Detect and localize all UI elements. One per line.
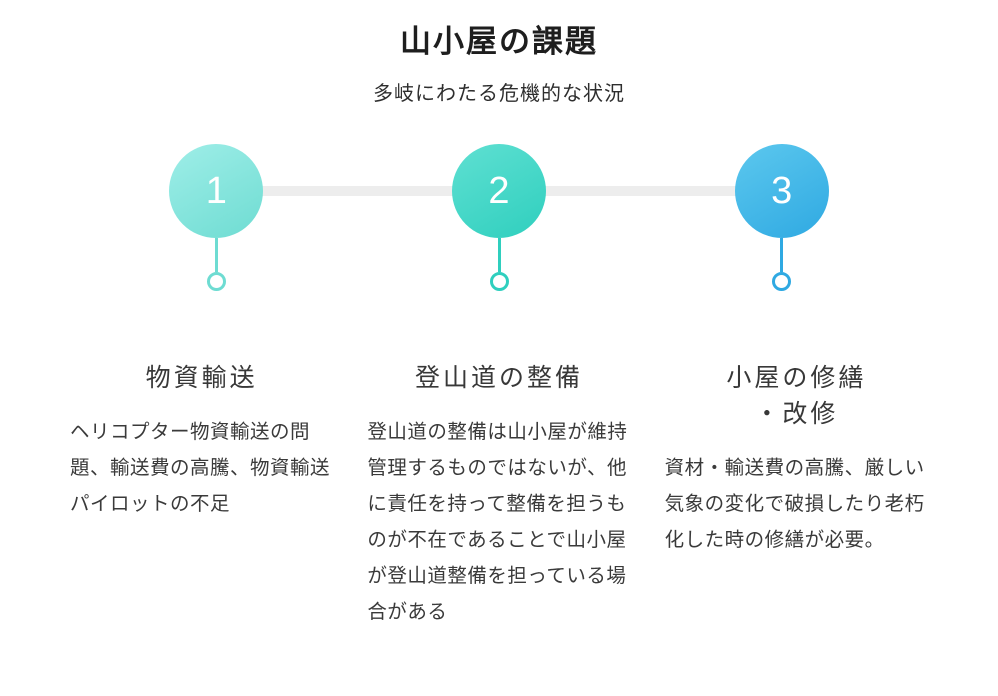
step-column-1: 物資輸送 ヘリコプター物資輸送の問題、輸送費の高騰、物資輸送パイロットの不足 <box>70 358 333 630</box>
step-body: 資材・輸送費の高騰、厳しい気象の変化で破損したり老朽化した時の修繕が必要。 <box>664 457 925 552</box>
step-circle-icon: 1 <box>169 144 264 238</box>
timeline-node-2: 2 <box>358 144 641 296</box>
page-title: 山小屋の課題 <box>400 24 598 59</box>
step-circle-icon: 3 <box>734 144 829 238</box>
step-column-3: 小屋の修繕 ・改修 資材・輸送費の高騰、厳しい気象の変化で破損したり老朽化した時… <box>665 358 928 630</box>
step-stem <box>497 238 501 272</box>
step-descriptions: 物資輸送 ヘリコプター物資輸送の問題、輸送費の高騰、物資輸送パイロットの不足 登… <box>70 358 928 630</box>
timeline: 1 2 3 <box>75 144 923 296</box>
step-number: 2 <box>488 169 510 212</box>
step-number: 3 <box>771 169 793 212</box>
step-body: ヘリコプター物資輸送の問題、輸送費の高騰、物資輸送パイロットの不足 <box>70 421 331 516</box>
step-heading: 物資輸送 <box>145 364 258 392</box>
step-heading: 小屋の修繕 ・改修 <box>726 364 867 428</box>
step-ring-icon <box>489 272 509 291</box>
timeline-node-1: 1 <box>75 144 358 296</box>
step-stem <box>214 238 218 272</box>
step-heading: 登山道の整備 <box>414 364 583 392</box>
step-circle-icon: 2 <box>452 144 546 238</box>
page-subtitle: 多岐にわたる危機的な状況 <box>373 83 625 105</box>
step-column-2: 登山道の整備 登山道の整備は山小屋が維持管理するものではないが、他に責任を持って… <box>367 358 630 630</box>
step-number: 1 <box>205 169 227 212</box>
step-ring-icon <box>772 272 792 291</box>
timeline-node-3: 3 <box>640 144 923 296</box>
step-stem <box>780 238 784 272</box>
step-ring-icon <box>206 272 226 291</box>
header: 山小屋の課題 多岐にわたる危機的な状況 <box>0 0 998 106</box>
step-body: 登山道の整備は山小屋が維持管理するものではないが、他に責任を持って整備を担うもの… <box>367 421 628 624</box>
